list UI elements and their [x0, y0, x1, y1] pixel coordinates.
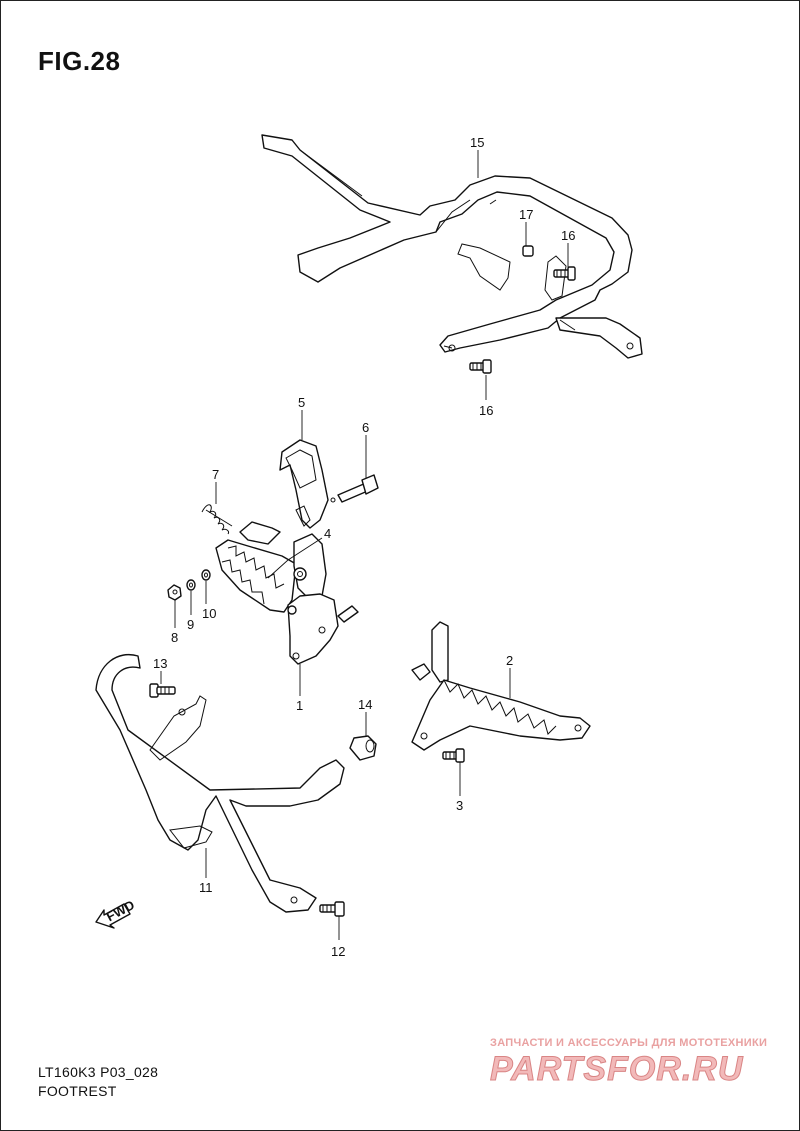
callout-9: 9: [187, 617, 194, 632]
callout-14: 14: [358, 697, 372, 712]
part-3-bolt[interactable]: [442, 748, 465, 763]
part-2-footrest-right[interactable]: [411, 621, 591, 751]
callout-1: 1: [296, 698, 303, 713]
callout-11: 11: [199, 880, 213, 895]
callout-labels: 15 17 16 16 5 6 7 4 8 9 10 1 13 2 14 3 1…: [153, 135, 575, 959]
part-16a-bolt[interactable]: [553, 266, 576, 281]
callout-4: 4: [324, 526, 331, 541]
callout-15: 15: [470, 135, 484, 150]
part-14-collar[interactable]: [349, 735, 377, 761]
callout-13: 13: [153, 656, 167, 671]
part-8-spring[interactable]: [201, 504, 233, 535]
callout-2: 2: [506, 653, 513, 668]
part-9-washer[interactable]: [186, 579, 196, 591]
callout-16a: 16: [561, 228, 575, 243]
model-code: LT160K3 P03_028: [38, 1064, 159, 1080]
watermark-tagline: ЗАПЧАСТИ И АКСЕССУАРЫ ДЛЯ МОТОТЕХНИКИ: [490, 1037, 768, 1049]
callout-7: 8: [171, 630, 178, 645]
part-11-guard-bar[interactable]: [95, 654, 345, 913]
callout-16b: 16: [479, 403, 493, 418]
callout-3: 3: [456, 798, 463, 813]
callout-17: 17: [519, 207, 533, 222]
part-12-bolt[interactable]: [319, 901, 345, 917]
callout-10: 10: [202, 606, 216, 621]
callout-6: 6: [362, 420, 369, 435]
leader-lines: [160, 150, 569, 940]
part-16b-bolt[interactable]: [469, 359, 492, 374]
part-10-washer[interactable]: [201, 569, 211, 581]
part-7-nut[interactable]: [167, 584, 182, 601]
callout-5: 5: [298, 395, 305, 410]
fwd-arrow-icon: FWD: [95, 897, 137, 929]
section-name: FOOTREST: [38, 1083, 117, 1099]
figure-title: FIG.28: [38, 46, 121, 76]
watermark-brand: PARTSFOR.RU: [489, 1050, 744, 1089]
part-5-footrest-bracket[interactable]: [279, 439, 329, 529]
part-13-bolt[interactable]: [149, 683, 176, 698]
fwd-label: FWD: [104, 897, 137, 924]
part-17-nut[interactable]: [522, 245, 534, 257]
part-15-carrier-frame[interactable]: [261, 134, 643, 359]
callout-8: 7: [212, 467, 219, 482]
part-1-plate[interactable]: [287, 593, 359, 665]
callout-12: 12: [331, 944, 345, 959]
part-6-pin[interactable]: [330, 474, 379, 503]
